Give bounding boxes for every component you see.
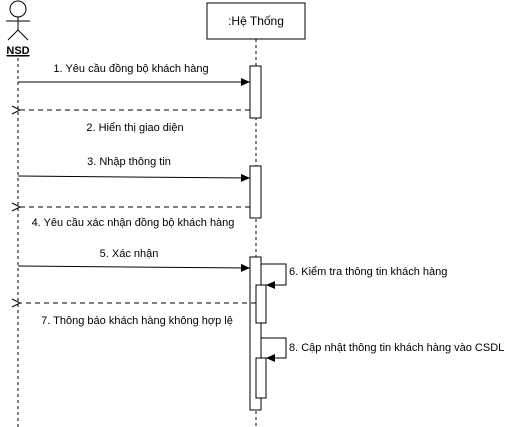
actor-label: NSD: [6, 45, 29, 57]
activation-bar-3: [249, 256, 262, 411]
activation-bar-1: [249, 65, 262, 119]
message-label-5: 5. Xác nhận: [100, 248, 159, 260]
activation-bar-nested-1: [255, 284, 267, 324]
activation-bar-2: [249, 165, 262, 219]
system-participant: :Hệ Thống: [206, 2, 306, 40]
message-label-3: 3. Nhập thông tin: [87, 156, 171, 168]
activation-bar-nested-2: [255, 357, 267, 399]
system-box: [206, 2, 306, 40]
system-title: :Hệ Thống: [228, 14, 284, 28]
actor-left-leg: [7, 29, 19, 41]
actor-head: [9, 0, 27, 18]
actor-nsd: NSD: [6, 0, 30, 57]
message-arrow-8: [261, 337, 287, 362]
message-label-4: 4. Yêu cầu xác nhận đồng bộ khách hàng: [32, 217, 235, 229]
message-arrow-3: [17, 173, 251, 182]
message-arrow-5: [17, 263, 251, 272]
message-label-7: 7. Thông báo khách hàng không hợp lệ: [41, 315, 233, 327]
actor-right-leg: [17, 29, 29, 41]
message-label-1: 1. Yêu cầu đồng bộ khách hàng: [53, 63, 208, 75]
message-label-6: 6. Kiểm tra thông tin khách hàng: [289, 266, 447, 278]
message-label-8: 8. Cập nhật thông tin khách hàng vào CSD…: [289, 342, 504, 354]
message-label-2: 2. Hiển thị giao diện: [86, 122, 183, 134]
message-arrow-6: [261, 263, 287, 289]
